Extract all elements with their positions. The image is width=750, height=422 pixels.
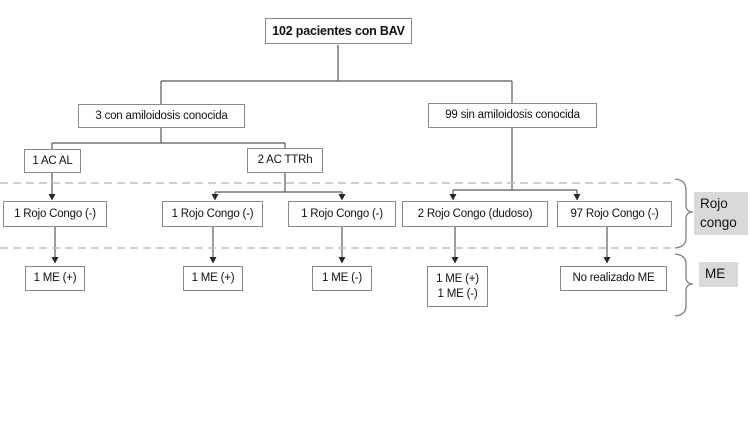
node-me-mixed: 1 ME (+) 1 ME (-)	[427, 266, 488, 307]
node-ac-ttrh: 2 AC TTRh	[247, 148, 323, 173]
node-rojo-congo-1: 1 Rojo Congo (-)	[3, 201, 107, 227]
solid-connectors	[51, 45, 608, 258]
node-me-3: 1 ME (-)	[312, 266, 372, 291]
brace-me-icon	[674, 253, 694, 317]
node-me-no-realizado: No realizado ME	[560, 266, 667, 291]
brace-icons	[674, 178, 694, 317]
node-rojo-congo-2: 1 Rojo Congo (-)	[162, 201, 263, 227]
node-me-mixed-line2: 1 ME (-)	[437, 287, 478, 300]
node-rojo-congo-negativo-97: 97 Rojo Congo (-)	[557, 201, 672, 227]
node-rojo-congo-dudoso: 2 Rojo Congo (dudoso)	[402, 201, 548, 227]
arrowhead-icons	[48, 194, 611, 264]
dashed-separators	[0, 182, 672, 249]
node-ac-al: 1 AC AL	[24, 149, 81, 173]
node-me-mixed-line1: 1 ME (+)	[436, 272, 479, 285]
row-label-rojo-congo: Rojo congo	[694, 192, 748, 235]
node-me-2: 1 ME (+)	[183, 266, 243, 291]
row-label-me: ME	[699, 262, 738, 287]
node-me-1: 1 ME (+)	[25, 266, 85, 291]
node-total-bav: 102 pacientes con BAV	[265, 18, 412, 44]
node-amiloidosis-conocida: 3 con amiloidosis conocida	[78, 104, 245, 128]
brace-rojo-congo-icon	[674, 178, 694, 249]
node-rojo-congo-3: 1 Rojo Congo (-)	[288, 201, 396, 227]
node-sin-amiloidosis-conocida: 99 sin amiloidosis conocida	[428, 103, 597, 128]
